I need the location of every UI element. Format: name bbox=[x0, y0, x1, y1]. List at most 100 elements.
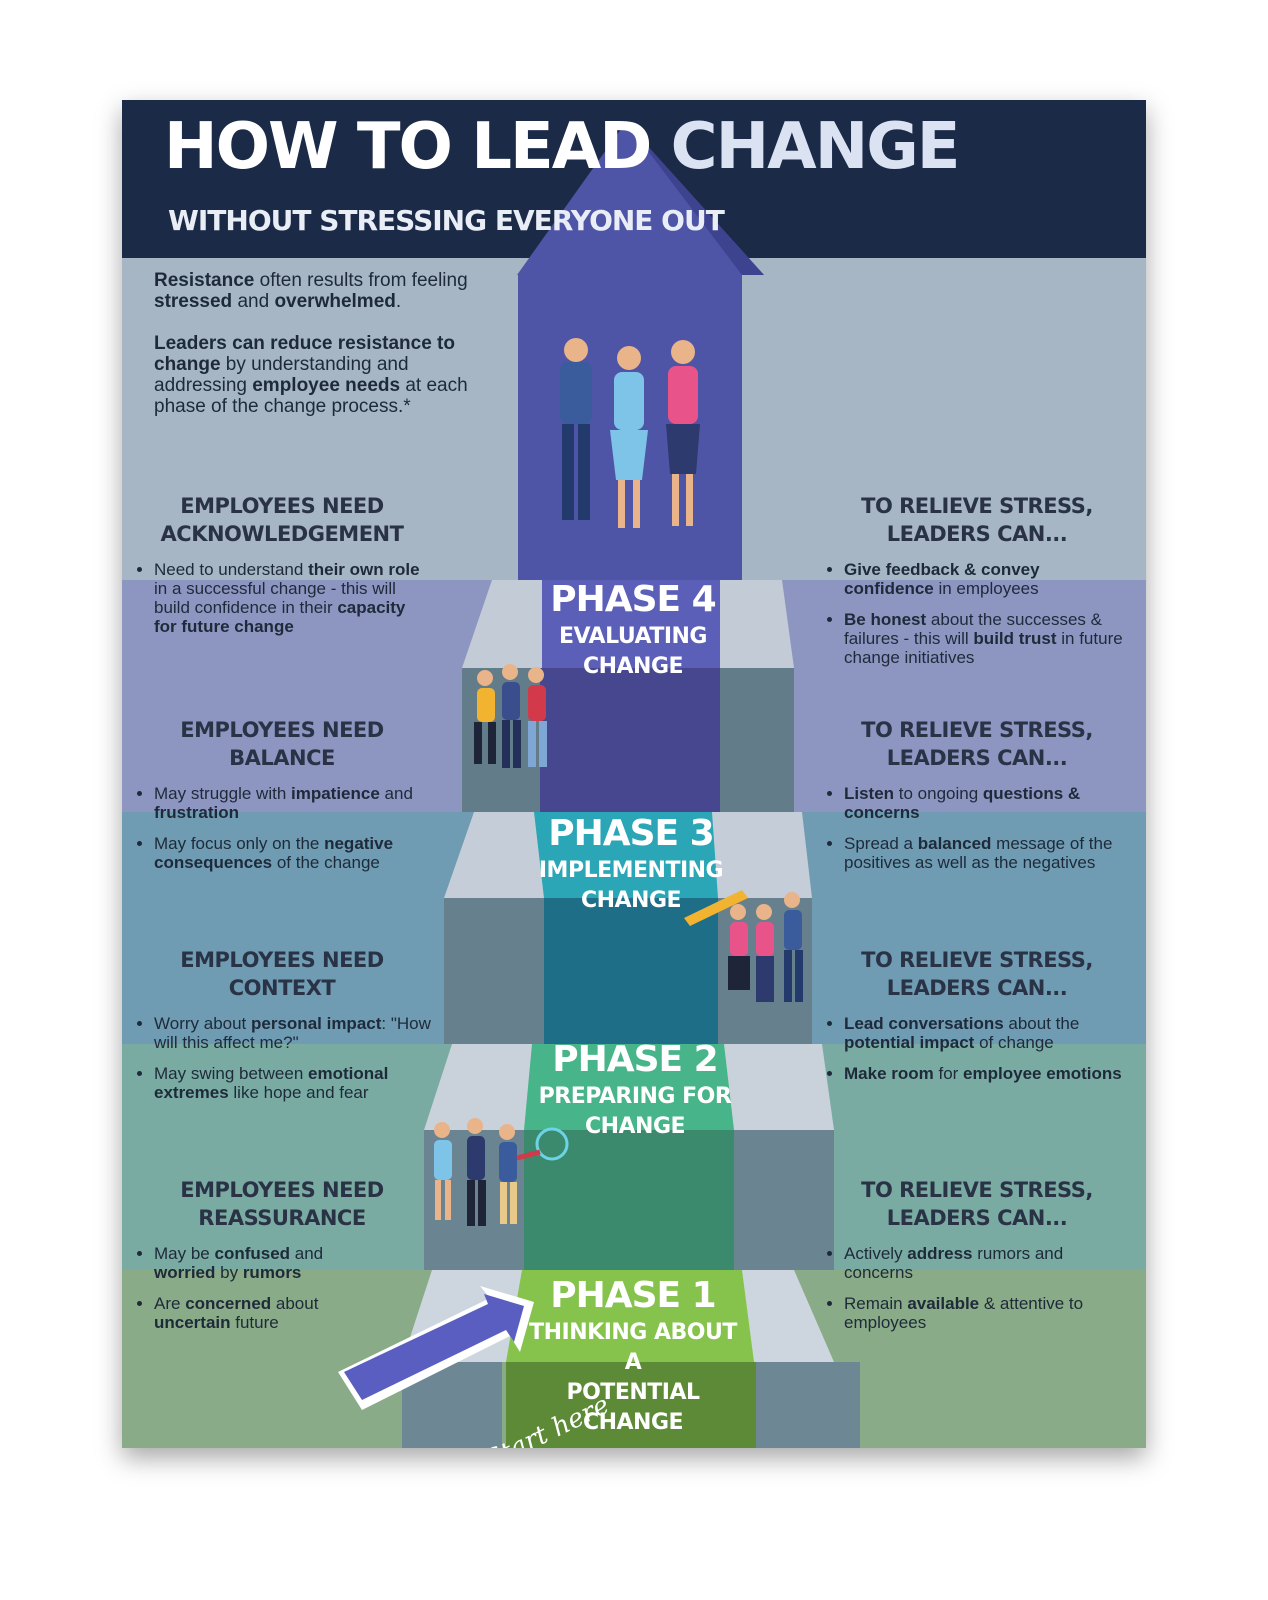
list-item: May swing between emotional extremes lik… bbox=[154, 1064, 432, 1102]
leaders-list: Actively address rumors and concerns Rem… bbox=[822, 1244, 1132, 1332]
list-item: May be confused and worried by rumors bbox=[154, 1244, 344, 1282]
text-bold: available bbox=[907, 1294, 980, 1313]
leaders-heading-line: TO RELIEVE STRESS, bbox=[861, 718, 1093, 742]
text-bold: concerned bbox=[185, 1294, 272, 1313]
phase-number: PHASE 4 bbox=[550, 579, 716, 620]
needs-heading-line: ACKNOWLEDGEMENT bbox=[160, 522, 404, 546]
phase1-leaders: TO RELIEVE STRESS, LEADERS CAN... Activel… bbox=[822, 1176, 1132, 1344]
text-bold: personal impact bbox=[251, 1014, 382, 1033]
text-bold: negative consequences bbox=[154, 834, 394, 872]
phase3-label: PHASE 3 IMPLEMENTING CHANGE bbox=[516, 812, 746, 916]
list-item: Actively address rumors and concerns bbox=[844, 1244, 1132, 1282]
text: : "How will this affect me?" bbox=[154, 1014, 431, 1052]
text: message of the positives as well as the … bbox=[844, 834, 1113, 872]
leaders-heading-line: LEADERS CAN... bbox=[886, 1206, 1068, 1230]
intro-p1-bold: Resistance bbox=[154, 270, 255, 291]
phase2-needs: EMPLOYEES NEED CONTEXT Worry about person… bbox=[132, 946, 432, 1114]
phase-name-line: EVALUATING bbox=[559, 624, 708, 649]
needs-heading-line: EMPLOYEES NEED bbox=[180, 494, 384, 518]
leaders-heading: TO RELIEVE STRESS,LEADERS CAN... bbox=[822, 492, 1132, 548]
needs-heading-line: CONTEXT bbox=[228, 976, 336, 1000]
phase-number: PHASE 1 bbox=[550, 1275, 716, 1316]
text-bold: rumors bbox=[242, 1263, 302, 1282]
list-item: Are concerned about uncertain future bbox=[154, 1294, 344, 1332]
text-bold: confused bbox=[214, 1244, 291, 1263]
leaders-heading-line: TO RELIEVE STRESS, bbox=[861, 948, 1093, 972]
text-bold: employee emotions bbox=[963, 1064, 1122, 1083]
intro-p1-bold: stressed bbox=[154, 291, 233, 312]
needs-heading: EMPLOYEES NEED ACKNOWLEDGEMENT bbox=[132, 492, 432, 548]
text-bold: worried bbox=[154, 1263, 216, 1282]
poster: HOW TO LEAD CHANGE WITHOUT STRESSING EVE… bbox=[122, 100, 1146, 1448]
text-bold: balanced bbox=[917, 834, 992, 853]
needs-heading: EMPLOYEES NEED REASSURANCE bbox=[132, 1176, 432, 1232]
phase-name-line: IMPLEMENTING bbox=[538, 858, 724, 883]
phase-name-line: CHANGE bbox=[584, 1114, 686, 1139]
page-subtitle: WITHOUT STRESSING EVERYONE OUT bbox=[168, 204, 725, 237]
text-bold: their own role bbox=[308, 560, 420, 579]
phase-name-line: CHANGE bbox=[580, 888, 682, 913]
intro-p2-text: at each phase of the change process.* bbox=[154, 375, 468, 417]
needs-list: May be confused and worried by rumors Ar… bbox=[132, 1244, 344, 1332]
text: May struggle with bbox=[154, 784, 291, 803]
intro-text: Resistance often results from feeling st… bbox=[154, 270, 474, 438]
text-bold: capacity for future change bbox=[154, 598, 406, 636]
needs-heading: EMPLOYEES NEED CONTEXT bbox=[132, 946, 432, 1002]
phase-name-line: PREPARING FOR bbox=[538, 1084, 732, 1109]
text-bold: Lead conversations bbox=[844, 1014, 1004, 1033]
needs-heading-line: EMPLOYEES NEED bbox=[180, 718, 384, 742]
text: Spread a bbox=[844, 834, 918, 853]
text-bold: uncertain bbox=[154, 1313, 231, 1332]
phase-number: PHASE 2 bbox=[552, 1039, 718, 1080]
phase4-label: PHASE 4 EVALUATING CHANGE bbox=[518, 578, 748, 682]
phase-name-line: POTENTIAL CHANGE bbox=[566, 1380, 700, 1435]
text-bold: potential impact bbox=[844, 1033, 975, 1052]
text: Remain bbox=[844, 1294, 908, 1313]
needs-list: May struggle with impatience and frustra… bbox=[132, 784, 432, 872]
needs-heading-line: EMPLOYEES NEED bbox=[180, 948, 384, 972]
leaders-list: Give feedback & convey confidence in emp… bbox=[822, 560, 1132, 667]
needs-heading-line: EMPLOYEES NEED bbox=[180, 1178, 384, 1202]
text-bold: build trust bbox=[973, 629, 1057, 648]
text: May be bbox=[154, 1244, 215, 1263]
list-item: Remain available & attentive to employee… bbox=[844, 1294, 1132, 1332]
text-bold: Give feedback & convey confidence bbox=[844, 560, 1040, 598]
text-bold: Listen bbox=[844, 784, 895, 803]
intro-p1-text: . bbox=[395, 291, 402, 312]
text: May focus only on the bbox=[154, 834, 325, 853]
text: and bbox=[379, 784, 413, 803]
list-item: Need to understand their own role in a s… bbox=[154, 560, 432, 636]
phase3-leaders: TO RELIEVE STRESS, LEADERS CAN... Listen … bbox=[822, 716, 1132, 884]
list-item: Lead conversations about the potential i… bbox=[844, 1014, 1132, 1052]
intro-p2-bold: employee needs bbox=[252, 375, 401, 396]
text-bold: emotional extremes bbox=[154, 1064, 389, 1102]
text: rumors and concerns bbox=[844, 1244, 1064, 1282]
text: future bbox=[230, 1313, 279, 1332]
list-item: May focus only on the negative consequen… bbox=[154, 834, 432, 872]
text: to ongoing bbox=[894, 784, 983, 803]
text: like hope and fear bbox=[228, 1083, 369, 1102]
needs-list: Worry about personal impact: "How will t… bbox=[132, 1014, 432, 1102]
leaders-list: Listen to ongoing questions & concerns S… bbox=[822, 784, 1132, 872]
text: & attentive to employees bbox=[844, 1294, 1084, 1332]
list-item: Make room for employee emotions bbox=[844, 1064, 1132, 1083]
text-bold: impatience bbox=[291, 784, 380, 803]
leaders-heading: TO RELIEVE STRESS,LEADERS CAN... bbox=[822, 946, 1132, 1002]
list-item: Worry about personal impact: "How will t… bbox=[154, 1014, 432, 1052]
list-item: Be honest about the successes & failures… bbox=[844, 610, 1132, 667]
text: of change bbox=[974, 1033, 1054, 1052]
leaders-heading-line: LEADERS CAN... bbox=[886, 746, 1068, 770]
text: about the bbox=[1003, 1014, 1080, 1033]
text: Need to understand bbox=[154, 560, 309, 579]
text: in future change initiatives bbox=[844, 629, 1123, 667]
title-main: HOW TO LEAD bbox=[164, 110, 652, 184]
text: about the successes & failures - this wi… bbox=[844, 610, 1102, 648]
text-bold: frustration bbox=[154, 803, 239, 822]
text: May swing between bbox=[154, 1064, 309, 1083]
leaders-heading-line: TO RELIEVE STRESS, bbox=[861, 1178, 1093, 1202]
text: Are bbox=[154, 1294, 186, 1313]
phase1-label: PHASE 1 THINKING ABOUT A POTENTIAL CHANG… bbox=[518, 1274, 748, 1438]
text-bold: Make room bbox=[844, 1064, 934, 1083]
needs-heading-line: REASSURANCE bbox=[198, 1206, 366, 1230]
